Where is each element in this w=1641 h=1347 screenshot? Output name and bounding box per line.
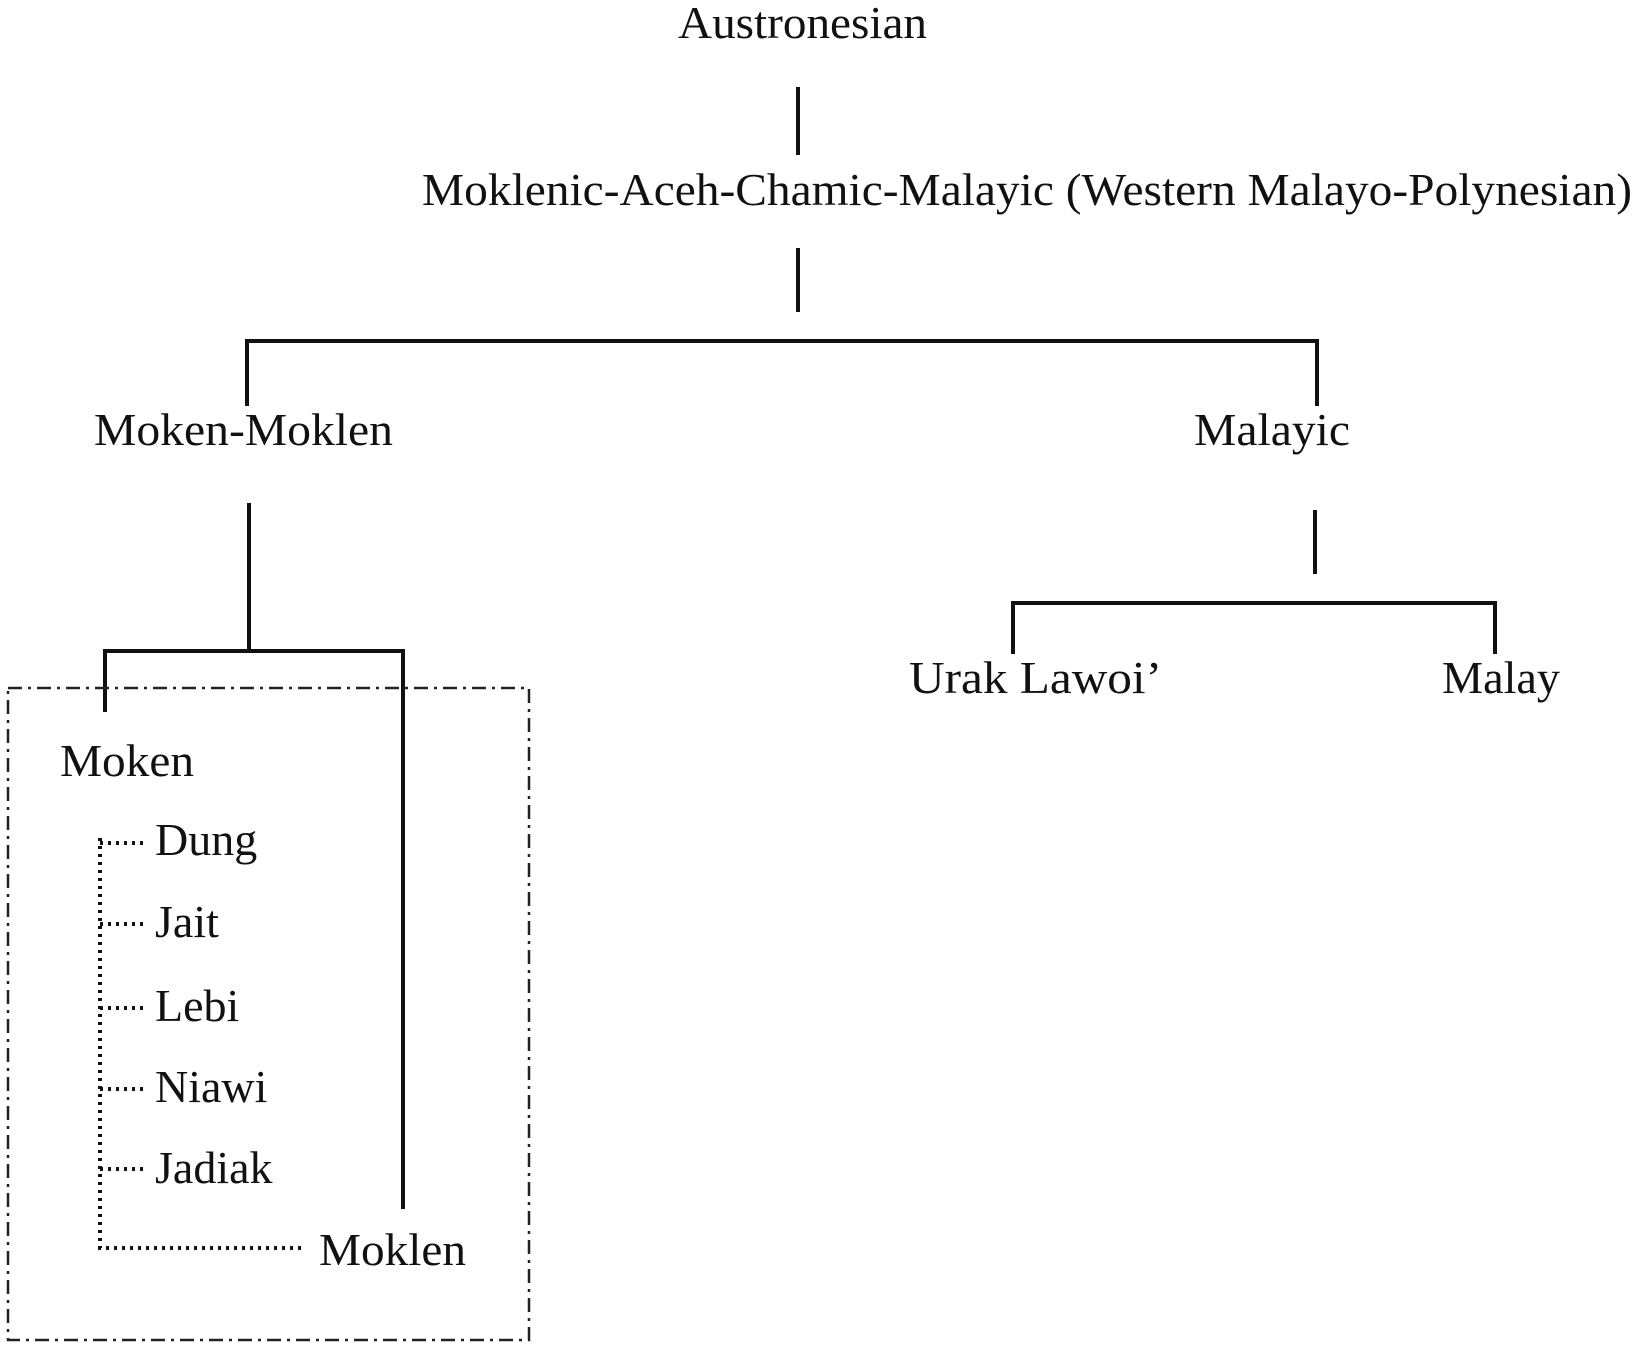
node-urak-lawoi: Urak Lawoi’ (909, 652, 1162, 703)
node-moklen: Moklen (319, 1224, 466, 1275)
node-niawi: Niawi (155, 1061, 267, 1112)
node-moken-moklen: Moken-Moklen (94, 404, 393, 455)
node-moken: Moken (60, 735, 194, 786)
dotted-edge-dialects (98, 838, 304, 1250)
node-jadiak: Jadiak (155, 1142, 273, 1193)
node-western-malayo-polynesian: Moklenic-Aceh-Chamic-Malayic (Western Ma… (422, 164, 1632, 215)
node-dung: Dung (155, 814, 257, 865)
node-malay: Malay (1442, 652, 1560, 703)
edge-level1-branch (245, 339, 1319, 406)
node-lebi: Lebi (155, 980, 239, 1031)
moken-moklen-group-box (6, 686, 531, 1342)
node-austronesian: Austronesian (678, 0, 927, 48)
edge-malayic-branch (1011, 601, 1497, 654)
node-jait: Jait (155, 896, 219, 947)
edge-moken-moklen-branch (103, 649, 405, 1209)
node-malayic: Malayic (1194, 404, 1350, 455)
